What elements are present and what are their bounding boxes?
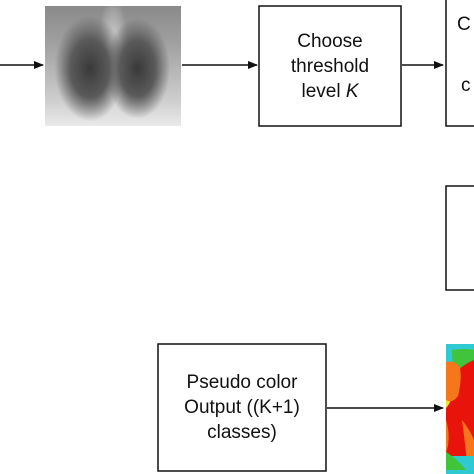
partial-box-top-right bbox=[445, 0, 474, 127]
threshold-variable-k: K bbox=[345, 80, 359, 102]
threshold-line-1: Choose bbox=[297, 30, 363, 52]
threshold-box-text: Choose threshold level K bbox=[259, 6, 401, 126]
threshold-line-3-prefix: level bbox=[301, 80, 346, 102]
threshold-line-2: threshold bbox=[290, 55, 370, 77]
pseudo-line-2: Output ((K+1) bbox=[184, 397, 300, 418]
pseudo-color-box bbox=[157, 343, 327, 472]
threshold-box bbox=[258, 5, 402, 127]
pseudo-line-3: classes) bbox=[207, 422, 277, 443]
partial-box-middle-right bbox=[445, 185, 474, 291]
pseudo-line-1: Pseudo color bbox=[186, 372, 298, 393]
pseudo-color-box-text: Pseudo color Output ((K+1) classes) bbox=[158, 344, 326, 471]
partial-box-line-2: c bbox=[461, 75, 471, 96]
chest-xray-image bbox=[45, 6, 181, 126]
partial-box-top-right-text: C c bbox=[448, 6, 474, 124]
partial-box-line-1: C bbox=[457, 14, 471, 35]
pseudo-color-image bbox=[446, 344, 474, 474]
threshold-line-3: level K bbox=[291, 79, 369, 104]
